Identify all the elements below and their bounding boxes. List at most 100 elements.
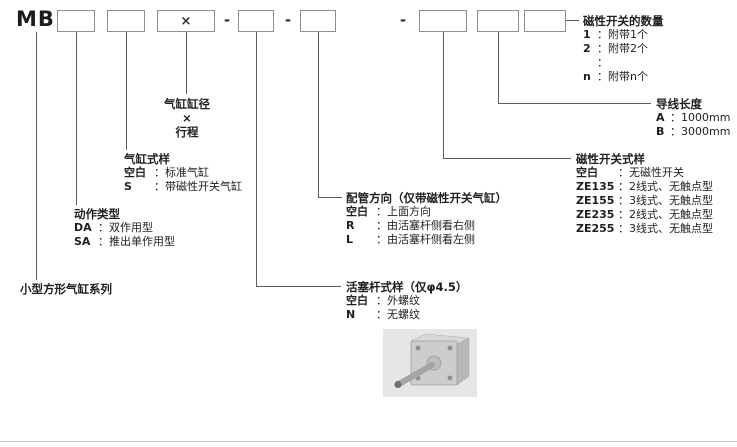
cylinder-illustration [383, 329, 477, 397]
bore-line: 气缸缸径 [164, 97, 210, 111]
option-desc: ：标准气缸 [154, 166, 209, 179]
page-bottom-rule [0, 441, 737, 442]
option-desc: ：附带1个 [597, 28, 648, 41]
option-desc: ：3线式、无触点型 [618, 194, 713, 207]
option-desc: ：附带2个 [597, 42, 648, 55]
lead-length-label: 导线长度 A ：1000mm B ：3000mm [656, 97, 730, 139]
option-code: 1 [583, 28, 591, 41]
action-type-label: 动作类型 DA：双作用型 SA：推出单作用型 [74, 207, 175, 249]
option-row: A ：1000mm [656, 111, 730, 125]
option-desc: ：2线式、无触点型 [618, 208, 713, 221]
rod-style-label: 活塞杆式样（仅φ4.5） 空白 ：外螺纹 N ：无螺纹 [346, 280, 467, 322]
code-box-switch-style [419, 10, 467, 32]
option-desc: ：附带n个 [597, 70, 648, 83]
option-desc: ：1000mm [670, 111, 731, 124]
option-row: n ：附带n个 [583, 70, 664, 84]
option-code: 空白 [346, 205, 368, 218]
option-row: 空白 ：外螺纹 [346, 294, 467, 308]
option-row: 空白 ：无磁性开关 [576, 166, 713, 180]
option-code: 空白 [124, 166, 146, 179]
switch-qty-label: 磁性开关的数量 1：附带1个 2：附带2个 ： n：附带n个 [583, 14, 664, 84]
connector-rod [256, 286, 341, 287]
option-row: ZE135：2线式、无触点型 [576, 180, 713, 194]
option-row: ZE235：2线式、无触点型 [576, 208, 713, 222]
cylinder-style-title: 气缸式样 [124, 152, 170, 166]
option-code: 空白 [346, 294, 368, 307]
piping-direction-label: 配管方向（仅带磁性开关气缸） 空白 ：上面方向 R ：由活塞杆侧看右侧 L ：由活塞杆… [346, 191, 507, 247]
code-box-bore-stroke: × [157, 10, 215, 32]
connector-action [76, 32, 77, 205]
series-title: 小型方形气缸系列 [20, 282, 112, 296]
cylinder-style-label: 气缸式样 空白 ：标准气缸 S：带磁性开关气缸 [124, 152, 242, 194]
option-row: 2 ：附带2个 [583, 42, 664, 56]
option-desc: ：3线式、无触点型 [618, 222, 713, 235]
code-box-lead-length [477, 10, 519, 32]
connector-rod [256, 32, 257, 286]
option-code: DA [74, 221, 92, 234]
series-label: 小型方形气缸系列 [20, 282, 112, 296]
option-row: R ：由活塞杆侧看右侧 [346, 219, 507, 233]
option-row: 空白 ：上面方向 [346, 205, 507, 219]
option-row: 空白 ：标准气缸 [124, 166, 242, 180]
connector-lead [498, 103, 651, 104]
code-separator: - [399, 11, 407, 29]
code-box-cylinder-style [107, 10, 145, 32]
code-box-piping-direction [300, 10, 336, 32]
option-desc: ：上面方向 [376, 205, 431, 218]
option-desc: ：外螺纹 [376, 294, 420, 307]
lead-length-title: 导线长度 [656, 97, 702, 111]
switch-style-title: 磁性开关式样 [576, 152, 645, 166]
code-box-switch-qty [524, 10, 566, 32]
model-prefix: MB [16, 7, 55, 31]
option-code: R [346, 219, 355, 232]
switch-style-label: 磁性开关式样 空白：无磁性开关 ZE135：2线式、无触点型 ZE155：3线式… [576, 152, 713, 236]
connector-piping [318, 197, 342, 198]
stroke-line: 行程 [175, 125, 199, 139]
option-code: SA [74, 235, 91, 248]
option-row: 1 ：附带1个 [583, 28, 664, 42]
option-code: L [346, 233, 354, 246]
option-desc: ：由活塞杆侧看左侧 [376, 233, 475, 246]
bore-stroke-label: 气缸缸径 × 行程 [142, 97, 232, 139]
option-desc: ：3000mm [670, 125, 731, 138]
connector-qty [566, 20, 579, 21]
option-code: ZE235 [576, 208, 615, 221]
option-code: 2 [583, 42, 591, 55]
product-photo [383, 329, 477, 397]
option-desc: ：双作用型 [98, 221, 153, 234]
multiply-sign: × [180, 13, 192, 29]
option-row: DA ：双作用型 [74, 221, 175, 235]
option-code: n [583, 70, 591, 83]
connector-series [36, 32, 37, 280]
option-desc: ：推出单作用型 [98, 235, 175, 248]
connector-style [126, 32, 127, 150]
connector-bore [186, 32, 187, 94]
option-desc: ： [597, 56, 608, 69]
option-code: N [346, 308, 356, 321]
option-row: N ：无螺纹 [346, 308, 467, 322]
option-desc: ：带磁性开关气缸 [154, 180, 242, 193]
connector-lead [498, 32, 499, 103]
option-code: ZE135 [576, 180, 615, 193]
option-row: SA ：推出单作用型 [74, 235, 175, 249]
option-code: A [656, 111, 665, 124]
code-separator: - [284, 11, 292, 29]
option-row: B ：3000mm [656, 125, 730, 139]
connector-switch [443, 158, 571, 159]
option-desc: ：无磁性开关 [618, 166, 684, 179]
option-code: B [656, 125, 665, 138]
option-desc: ：2线式、无触点型 [618, 180, 713, 193]
option-row: S：带磁性开关气缸 [124, 180, 242, 194]
option-code: 空白 [576, 166, 598, 179]
multiply-line: × [182, 111, 192, 125]
option-desc: ：由活塞杆侧看右侧 [376, 219, 475, 232]
connector-switch [443, 32, 444, 158]
option-row: ZE155：3线式、无触点型 [576, 194, 713, 208]
option-desc: ：无螺纹 [376, 308, 420, 321]
option-code: ZE255 [576, 222, 615, 235]
option-row: ZE255：3线式、无触点型 [576, 222, 713, 236]
piping-title: 配管方向（仅带磁性开关气缸） [346, 191, 507, 205]
connector-piping [318, 32, 319, 197]
rod-style-title: 活塞杆式样（仅φ4.5） [346, 280, 468, 294]
